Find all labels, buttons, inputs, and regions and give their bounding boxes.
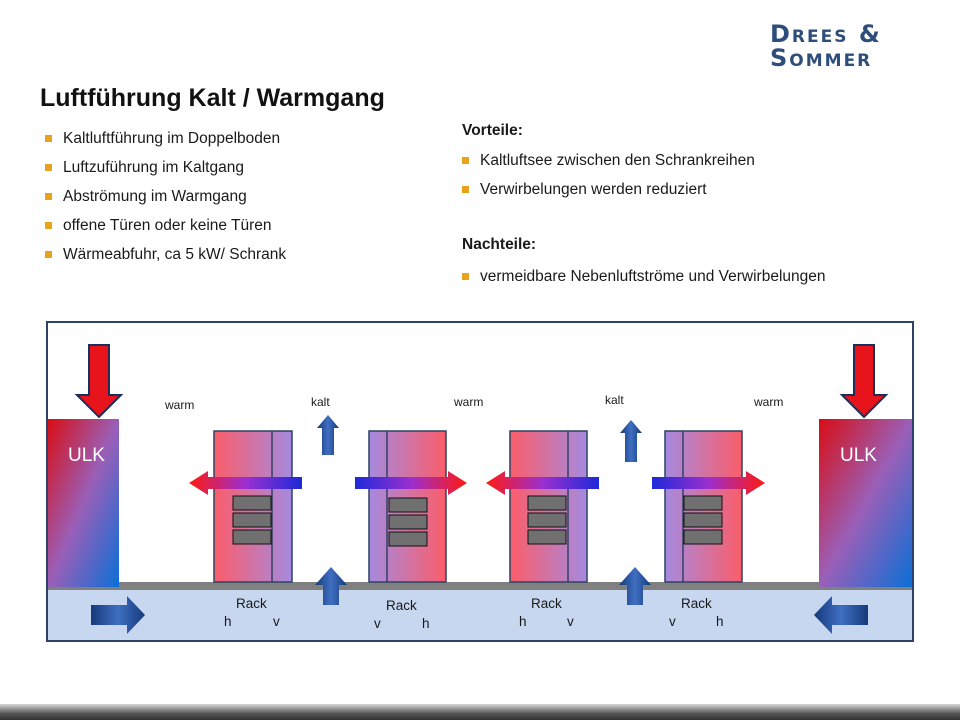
zone-label-warm-2: warm (453, 395, 483, 409)
cold-air-up-arrow-2 (619, 567, 651, 605)
vorteile-list: Kaltluftsee zwischen den Schrankreihen V… (462, 146, 755, 204)
list-item: Verwirbelungen werden reduziert (462, 175, 755, 204)
list-item: offene Türen oder keine Türen (45, 211, 286, 240)
bullet-icon (45, 164, 52, 171)
vorteile-heading: Vorteile: (462, 122, 523, 139)
airflow-arrow-rack-4 (652, 471, 765, 495)
bullet-icon (45, 251, 52, 258)
ulk-label-left: ULK (68, 445, 105, 466)
list-item: Wärmeabfuhr, ca 5 kW/ Schrank (45, 240, 286, 269)
rack-label-3: Rack (531, 596, 562, 611)
bullet-icon (462, 186, 469, 193)
airflow-arrow-rack-3 (486, 471, 599, 495)
ulk-unit-left (48, 419, 119, 587)
bullet-icon (45, 193, 52, 200)
raised-floor-plenum (48, 589, 912, 640)
rack-label-1: Rack (236, 596, 267, 611)
left-bullet-list: Kaltluftführung im Doppelboden Luftzufüh… (45, 124, 286, 269)
plenum-arrow-left (91, 596, 145, 634)
warm-air-down-arrow-left (74, 344, 124, 419)
slide-footer-bar (0, 704, 960, 720)
kalt-up-arrow-small-1 (317, 415, 339, 455)
bullet-icon (462, 273, 469, 280)
rack-4-right-side: h (716, 614, 724, 629)
server-stack-1 (232, 495, 272, 545)
warm-air-down-arrow-right (839, 344, 889, 419)
zone-label-warm-3: warm (753, 395, 783, 409)
rack-3-left-side: h (519, 614, 527, 629)
server-stack-2 (388, 497, 428, 547)
list-item: Luftzuführung im Kaltgang (45, 153, 286, 182)
server-stack-4 (683, 495, 723, 545)
page-title: Luftführung Kalt / Warmgang (40, 84, 385, 112)
list-item: Kaltluftsee zwischen den Schrankreihen (462, 146, 755, 175)
bullet-icon (45, 135, 52, 142)
ulk-unit-right (819, 419, 912, 587)
rack-4 (664, 430, 743, 583)
rack-2-left-side: v (374, 616, 381, 631)
drees-sommer-logo: Drees & Sommer (770, 22, 930, 70)
zone-label-kalt-1: kalt (311, 395, 330, 409)
rack-2-right-side: h (422, 616, 430, 631)
rack-label-4: Rack (681, 596, 712, 611)
airflow-diagram: ULK ULK warm kalt warm kalt warm (46, 321, 914, 642)
cold-air-up-arrow-1 (315, 567, 347, 605)
rack-3-right-side: v (567, 614, 574, 629)
rack-4-left-side: v (669, 614, 676, 629)
ulk-label-right: ULK (840, 445, 877, 466)
nachteile-heading: Nachteile: (462, 236, 537, 253)
bullet-icon (45, 222, 52, 229)
kalt-up-arrow-small-2 (620, 420, 642, 462)
nachteile-list: vermeidbare Nebenluftströme und Verwirbe… (462, 262, 826, 291)
airflow-arrow-rack-1 (189, 471, 302, 495)
list-item: vermeidbare Nebenluftströme und Verwirbe… (462, 262, 826, 291)
rack-label-2: Rack (386, 598, 417, 613)
plenum-arrow-right (814, 596, 868, 634)
logo-line-1: Drees & (770, 20, 882, 48)
list-item: Kaltluftführung im Doppelboden (45, 124, 286, 153)
airflow-arrow-rack-2 (355, 471, 467, 495)
rack-1-left-side: h (224, 614, 232, 629)
rack-1-right-side: v (273, 614, 280, 629)
list-item: Abströmung im Warmgang (45, 182, 286, 211)
server-stack-3 (527, 495, 567, 545)
logo-line-2: Sommer (770, 44, 873, 72)
floor-slab (48, 582, 912, 590)
zone-label-warm-1: warm (164, 398, 194, 412)
zone-label-kalt-2: kalt (605, 393, 624, 407)
bullet-icon (462, 157, 469, 164)
